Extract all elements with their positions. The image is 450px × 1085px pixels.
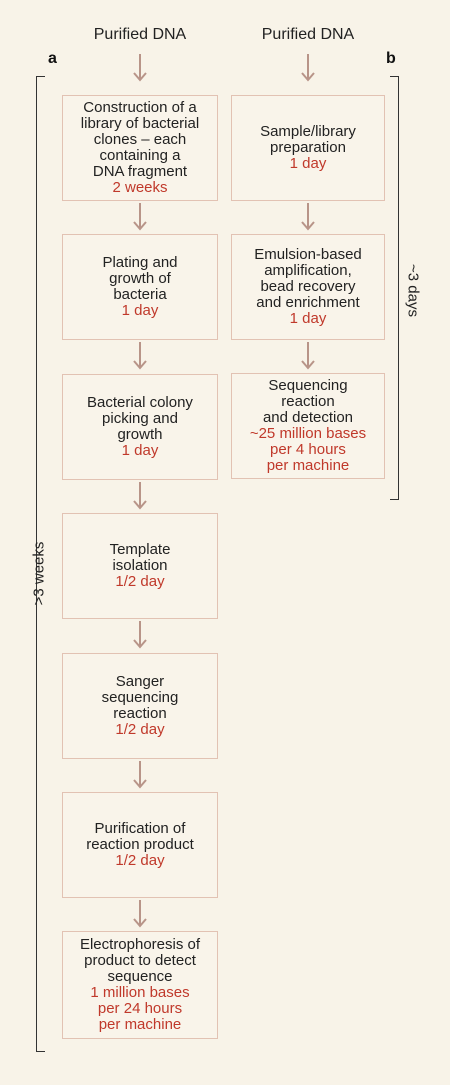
panel-a-step-5: Sanger sequencing reaction 1/2 day [62,653,218,759]
panel-b-header: Purified DNA [261,26,355,43]
panel-a-step-7: Electrophoresis of product to detect seq… [62,931,218,1039]
panel-a-arrow-3 [133,342,147,370]
panel-b-step-3: Sequencing reaction and detection ~25 mi… [231,373,385,479]
panel-a-header: Purified DNA [93,26,187,43]
panel-a-arrow-6 [133,761,147,789]
panel-b-arrow-2 [301,203,315,231]
panel-b-step-2: Emulsion-based amplification, bead recov… [231,234,385,340]
panel-a-arrow-5 [133,621,147,649]
panel-a-span-label: >3 weeks [30,541,48,606]
panel-a-step-3: Bacterial colony picking and growth 1 da… [62,374,218,480]
panel-a-step-4: Template isolation 1/2 day [62,513,218,619]
panel-b-arrow-1 [301,54,315,82]
panel-a-arrow-4 [133,482,147,510]
panel-a-arrow-1 [133,54,147,82]
panel-a-step-6: Purification of reaction product 1/2 day [62,792,218,898]
panel-b-letter: b [386,50,396,67]
panel-a-step-2: Plating and growth of bacteria 1 day [62,234,218,340]
panel-a-step-1: Construction of a library of bacterial c… [62,95,218,201]
panel-b-span-label: ~3 days [404,264,422,317]
panel-a-arrow-2 [133,203,147,231]
panel-a-letter: a [48,50,57,67]
panel-b-span-bracket [390,76,399,500]
panel-b-arrow-3 [301,342,315,370]
panel-a-span-bracket [36,76,45,1052]
panel-b-step-1: Sample/library preparation 1 day [231,95,385,201]
panel-a-arrow-7 [133,900,147,928]
